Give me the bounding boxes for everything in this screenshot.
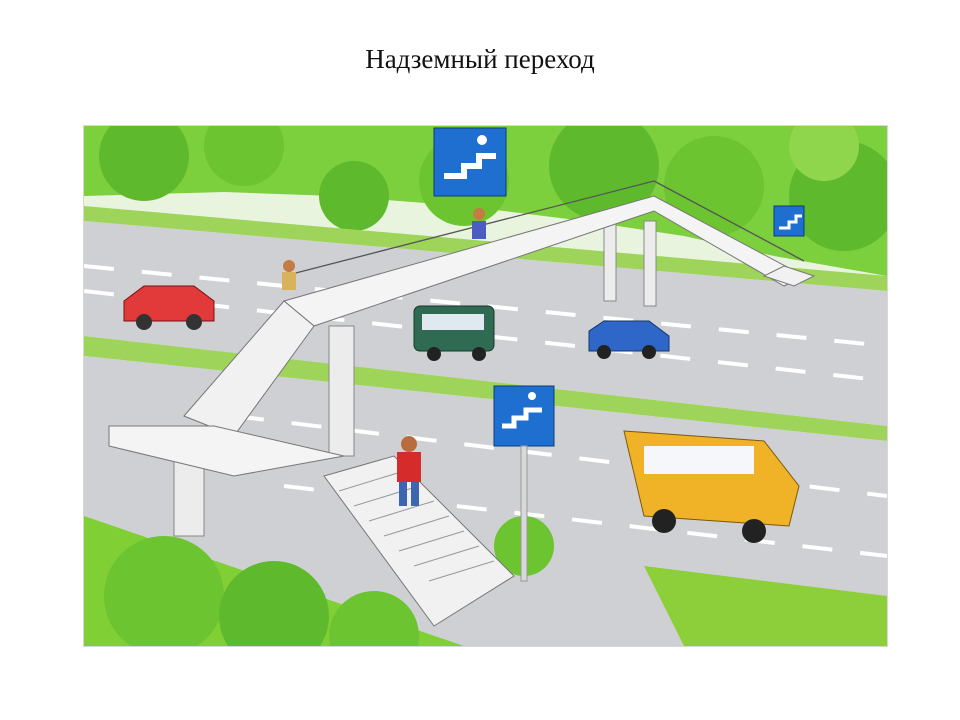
bridge-pillar bbox=[328, 325, 355, 457]
overpass-scene bbox=[84, 126, 887, 646]
yellow-bus bbox=[623, 430, 800, 543]
pedestrian-overpass-sign bbox=[773, 205, 805, 237]
sign-post bbox=[520, 445, 528, 582]
blue-car bbox=[588, 320, 670, 359]
page-title: Надземный переход bbox=[365, 44, 595, 74]
red-car bbox=[123, 285, 215, 330]
bridge-pillar bbox=[643, 220, 657, 307]
bridge-pillar bbox=[603, 220, 617, 302]
background-trees bbox=[84, 126, 887, 276]
bridge-railing bbox=[283, 180, 805, 277]
pedestrian-overpass-sign bbox=[433, 127, 507, 197]
pedestrian-overpass-sign bbox=[493, 385, 555, 582]
pedestrian-bridge bbox=[108, 180, 816, 627]
front-stairs bbox=[323, 455, 515, 627]
bridge-landing bbox=[108, 425, 345, 477]
pedestrian-on-bridge bbox=[472, 208, 486, 239]
overpass-illustration bbox=[83, 125, 888, 647]
pedestrian-in-red-shirt bbox=[397, 436, 421, 506]
foreground-grass bbox=[84, 516, 887, 646]
green-minibus bbox=[413, 305, 495, 361]
pedestrian-on-stairs bbox=[282, 260, 296, 290]
